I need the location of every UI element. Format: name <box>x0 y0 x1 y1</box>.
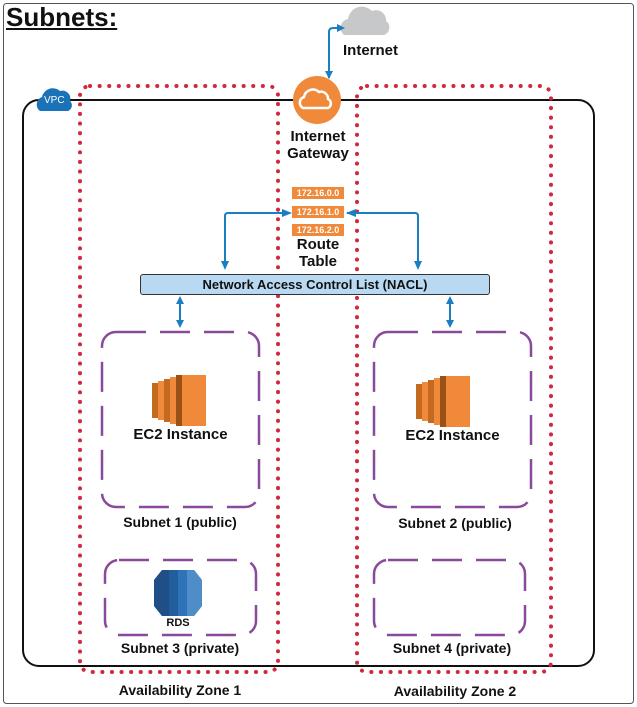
arrowhead-icon <box>325 71 333 79</box>
arrowhead-icon <box>282 209 292 217</box>
internet-cloud-icon <box>340 6 390 35</box>
route-table-label-line1: Route <box>296 236 340 253</box>
internet-gateway-label: Internet Gateway <box>280 128 356 163</box>
ec2-icon <box>152 375 206 426</box>
route-table-label: Route Table <box>280 236 356 271</box>
subnet-4-label: Subnet 4 (private) <box>392 640 512 656</box>
vpc-badge-label: VPC <box>44 95 65 106</box>
subnet-2-label: Subnet 2 (public) <box>398 515 512 531</box>
nacl-bar: Network Access Control List (NACL) <box>140 274 490 295</box>
route-to-nacl-left-arrow <box>224 212 290 262</box>
availability-zone-2-label: Availability Zone 2 <box>393 683 517 699</box>
subnet-2-boundary <box>372 330 533 509</box>
subnet-1-resource-label: EC2 Instance <box>133 426 228 443</box>
internet-gateway-arrow <box>328 27 343 78</box>
availability-zone-1-boundary <box>78 84 280 674</box>
arrowhead-icon <box>414 261 422 270</box>
rds-icon <box>154 570 202 616</box>
availability-zone-1-label: Availability Zone 1 <box>118 682 242 698</box>
availability-zone-2-boundary <box>355 84 553 674</box>
route-to-nacl-right-arrow <box>347 212 419 262</box>
route-entry: 172.16.1.0 <box>292 206 344 218</box>
internet-gateway-icon <box>293 76 341 124</box>
subnet-2-resource-label: EC2 Instance <box>405 427 500 444</box>
subnet-4-boundary <box>372 558 527 637</box>
ec2-icon <box>416 376 470 427</box>
internet-gateway-label-line2: Gateway <box>287 145 349 163</box>
vpc-cloud-icon <box>36 88 72 111</box>
nacl-subnet1-arrow <box>176 296 184 328</box>
internet-gateway-label-line1: Internet <box>290 128 346 145</box>
arrowhead-icon <box>346 209 356 217</box>
arrowhead-icon <box>337 24 345 32</box>
subnet-1-label: Subnet 1 (public) <box>123 514 237 530</box>
subnet-3-label: Subnet 3 (private) <box>120 640 240 656</box>
route-table-label-line2: Table <box>298 253 338 271</box>
subnet-1-boundary <box>100 330 261 509</box>
subnet-3-resource-label: RDS <box>166 617 190 629</box>
route-entry: 172.16.2.0 <box>292 224 344 236</box>
route-entry: 172.16.0.0 <box>292 187 344 199</box>
outer-frame <box>3 3 634 704</box>
internet-label: Internet <box>343 42 399 59</box>
page-title: Subnets: <box>6 2 118 32</box>
vpc-boundary <box>22 99 595 667</box>
arrowhead-icon <box>221 261 229 270</box>
subnet-3-boundary <box>103 558 258 637</box>
nacl-subnet2-arrow <box>446 296 454 328</box>
